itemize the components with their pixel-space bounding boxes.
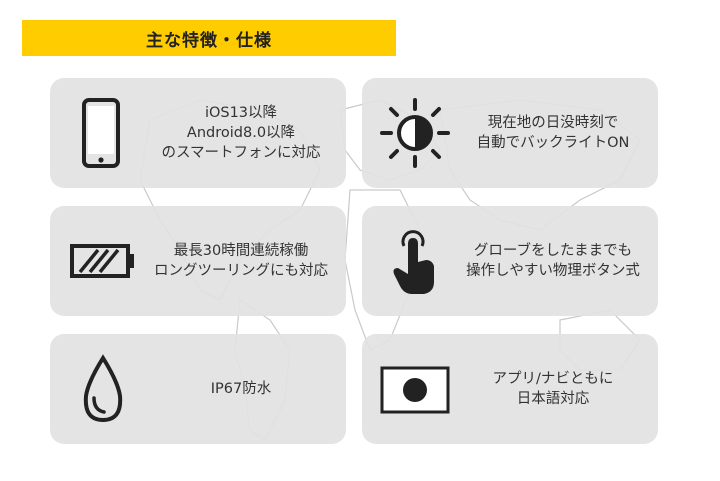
finger-touch-icon	[393, 230, 434, 294]
feature-line: のスマートフォンに対応	[161, 145, 321, 161]
feature-card-battery: 最長30時間連続稼働 ロングツーリングにも対応	[50, 206, 346, 316]
feature-card-waterproof: IP67防水	[50, 334, 346, 444]
feature-line: iOS13以降	[204, 105, 278, 121]
water-drop-icon	[83, 354, 123, 423]
feature-text: 現在地の日没時刻で 自動でバックライトON	[458, 78, 648, 188]
feature-text: iOS13以降 Android8.0以降 のスマートフォンに対応	[146, 78, 336, 188]
feature-card-japanese: アプリ/ナビともに 日本語対応	[362, 334, 658, 444]
feature-line: 日本語対応	[516, 391, 590, 407]
feature-line: 現在地の日没時刻で	[487, 115, 619, 131]
smartphone-icon	[82, 98, 120, 168]
feature-card-physical-buttons: グローブをしたままでも 操作しやすい物理ボタン式	[362, 206, 658, 316]
feature-text: 最長30時間連続稼働 ロングツーリングにも対応	[146, 206, 336, 316]
feature-card-backlight: 現在地の日没時刻で 自動でバックライトON	[362, 78, 658, 188]
feature-line: 操作しやすい物理ボタン式	[466, 263, 640, 279]
feature-text: IP67防水	[146, 334, 336, 444]
features-header: 主な特徴・仕様	[22, 20, 396, 56]
feature-line: Android8.0以降	[186, 125, 296, 141]
feature-line: グローブをしたままでも	[473, 243, 633, 259]
battery-icon	[70, 244, 134, 278]
feature-line: ロングツーリングにも対応	[154, 263, 328, 279]
page-title: 主な特徴・仕様	[146, 30, 272, 51]
japan-flag-icon	[380, 366, 450, 414]
feature-card-compatibility: iOS13以降 Android8.0以降 のスマートフォンに対応	[50, 78, 346, 188]
sun-icon	[380, 98, 450, 168]
feature-text: グローブをしたままでも 操作しやすい物理ボタン式	[458, 206, 648, 316]
feature-line: 最長30時間連続稼働	[173, 243, 309, 259]
feature-line: アプリ/ナビともに	[492, 371, 614, 387]
feature-line: IP67防水	[210, 381, 272, 397]
feature-text: アプリ/ナビともに 日本語対応	[458, 334, 648, 444]
feature-line: 自動でバックライトON	[476, 135, 630, 151]
